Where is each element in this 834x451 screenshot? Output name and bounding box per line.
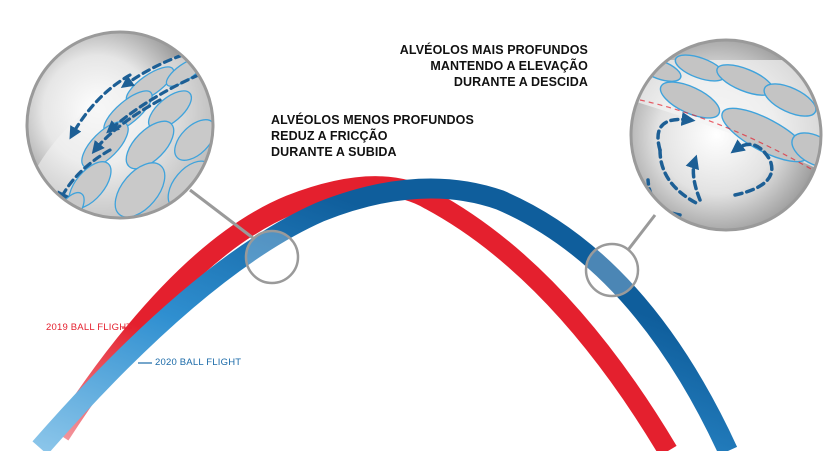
golf-ball-dimples-shallow-icon bbox=[30, 40, 213, 218]
caption-shallow-line-2: REDUZ A FRICÇÃO bbox=[271, 129, 388, 143]
flight-label-2019: 2019 BALL FLIGHT bbox=[46, 322, 133, 333]
caption-deep-line-3: DURANTE A DESCIDA bbox=[453, 75, 588, 89]
caption-deep-line-1: ALVÉOLOS MAIS PROFUNDOS bbox=[399, 43, 588, 57]
caption-shallow-dimples: ALVÉOLOS MENOS PROFUNDOS REDUZ A FRICÇÃO… bbox=[271, 112, 474, 160]
connector-descent bbox=[626, 214, 657, 251]
magnifier-descent bbox=[629, 38, 823, 232]
focus-ring-ascent bbox=[244, 229, 300, 285]
caption-deep-dimples: ALVÉOLOS MAIS PROFUNDOS MANTENDO A ELEVA… bbox=[400, 42, 588, 90]
focus-ring-descent bbox=[584, 242, 640, 298]
flight-path-2020 bbox=[32, 178, 738, 451]
caption-shallow-line-3: DURANTE A SUBIDA bbox=[271, 145, 397, 159]
flight-label-2020: 2020 BALL FLIGHT bbox=[155, 357, 242, 368]
magnifier-ascent bbox=[25, 30, 215, 220]
caption-deep-line-2: MANTENDO A ELEVAÇÃO bbox=[430, 59, 588, 73]
caption-shallow-line-1: ALVÉOLOS MENOS PROFUNDOS bbox=[271, 113, 474, 127]
connector-ascent bbox=[189, 188, 254, 240]
golf-ball-dimples-deep-icon bbox=[631, 54, 821, 217]
